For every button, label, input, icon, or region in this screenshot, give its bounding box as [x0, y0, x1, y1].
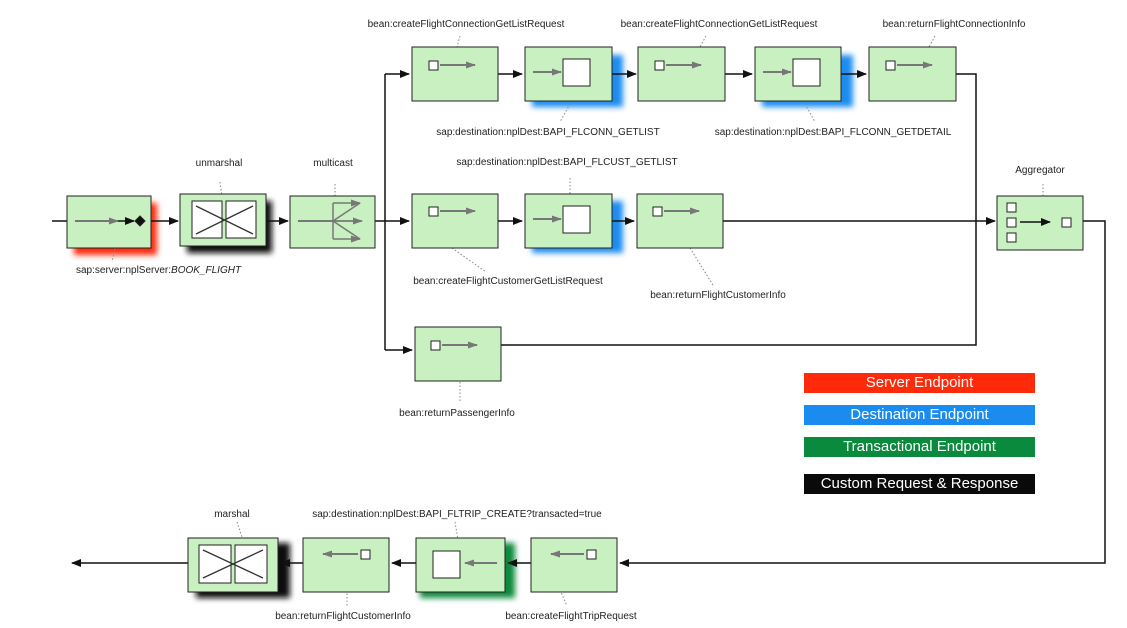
- customer-list-request-label: bean:createFlightCustomerGetListRequest: [413, 276, 603, 287]
- server-endpoint-label: sap:server:nplServer:BOOK_FLIGHT: [76, 265, 242, 276]
- conn-getdetail-dest-node[interactable]: [754, 46, 842, 102]
- return-passenger-info-node[interactable]: [414, 326, 502, 382]
- return-customer-info-2-node[interactable]: [302, 537, 390, 593]
- conn-getlist-dest-label: sap:destination:nplDest:BAPI_FLCONN_GETL…: [436, 127, 660, 138]
- server-endpoint-node[interactable]: [66, 195, 152, 249]
- marshal-label: marshal: [214, 509, 250, 520]
- conn-list-request-label: bean:createFlightConnectionGetListReques…: [367, 19, 565, 30]
- return-conn-info-label: bean:returnFlightConnectionInfo: [882, 19, 1026, 30]
- connectors: [52, 70, 1106, 567]
- trip-request-label: bean:createFlightTripRequest: [505, 611, 637, 622]
- unmarshal-node[interactable]: [179, 193, 267, 247]
- aggregator-label: Aggregator: [1015, 165, 1065, 176]
- edge-aggregator-to-trip: [619, 220, 1106, 567]
- aggregator-node[interactable]: [996, 195, 1084, 251]
- trip-create-dest-label: sap:destination:nplDest:BAPI_FLTRIP_CREA…: [312, 509, 602, 520]
- nodes: [66, 46, 1084, 593]
- return-customer-info-node[interactable]: [636, 193, 724, 249]
- return-customer-info-2-label: bean:returnFlightCustomerInfo: [275, 611, 411, 622]
- customer-list-request-node[interactable]: [411, 193, 499, 249]
- return-conn-info-node[interactable]: [868, 46, 957, 102]
- conn-list-request-node[interactable]: [411, 46, 499, 102]
- edge-row3-to-aggregator: [501, 221, 977, 346]
- cust-getlist-dest-label: sap:destination:nplDest:BAPI_FLCUST_GETL…: [456, 157, 678, 168]
- legend-destination-endpoint: Destination Endpoint: [804, 405, 1035, 425]
- return-customer-info-label: bean:returnFlightCustomerInfo: [650, 290, 786, 301]
- legend-server-endpoint: Server Endpoint: [804, 373, 1035, 393]
- unmarshal-label: unmarshal: [195, 158, 243, 169]
- edge-row1-to-aggregator: [956, 73, 977, 221]
- marshal-node[interactable]: [187, 537, 279, 593]
- trip-create-dest-node[interactable]: [415, 537, 506, 593]
- trip-request-node[interactable]: [530, 537, 618, 593]
- cust-getlist-dest-node[interactable]: [524, 193, 613, 249]
- legend-custom-request-response: Custom Request & Response: [804, 474, 1035, 494]
- conn-detail-request-label: bean:createFlightConnectionGetListReques…: [620, 19, 818, 30]
- multicast-node[interactable]: [289, 195, 376, 249]
- multicast-label: multicast: [313, 158, 353, 169]
- return-passenger-info-label: bean:returnPassengerInfo: [399, 408, 515, 419]
- edge-multicast-branches: [375, 74, 386, 350]
- conn-detail-request-node[interactable]: [637, 46, 726, 102]
- legend-transactional-endpoint: Transactional Endpoint: [804, 437, 1035, 457]
- conn-getdetail-dest-label: sap:destination:nplDest:BAPI_FLCONN_GETD…: [714, 127, 952, 138]
- conn-getlist-dest-node[interactable]: [524, 46, 613, 102]
- label-leaders: [111, 35, 1044, 607]
